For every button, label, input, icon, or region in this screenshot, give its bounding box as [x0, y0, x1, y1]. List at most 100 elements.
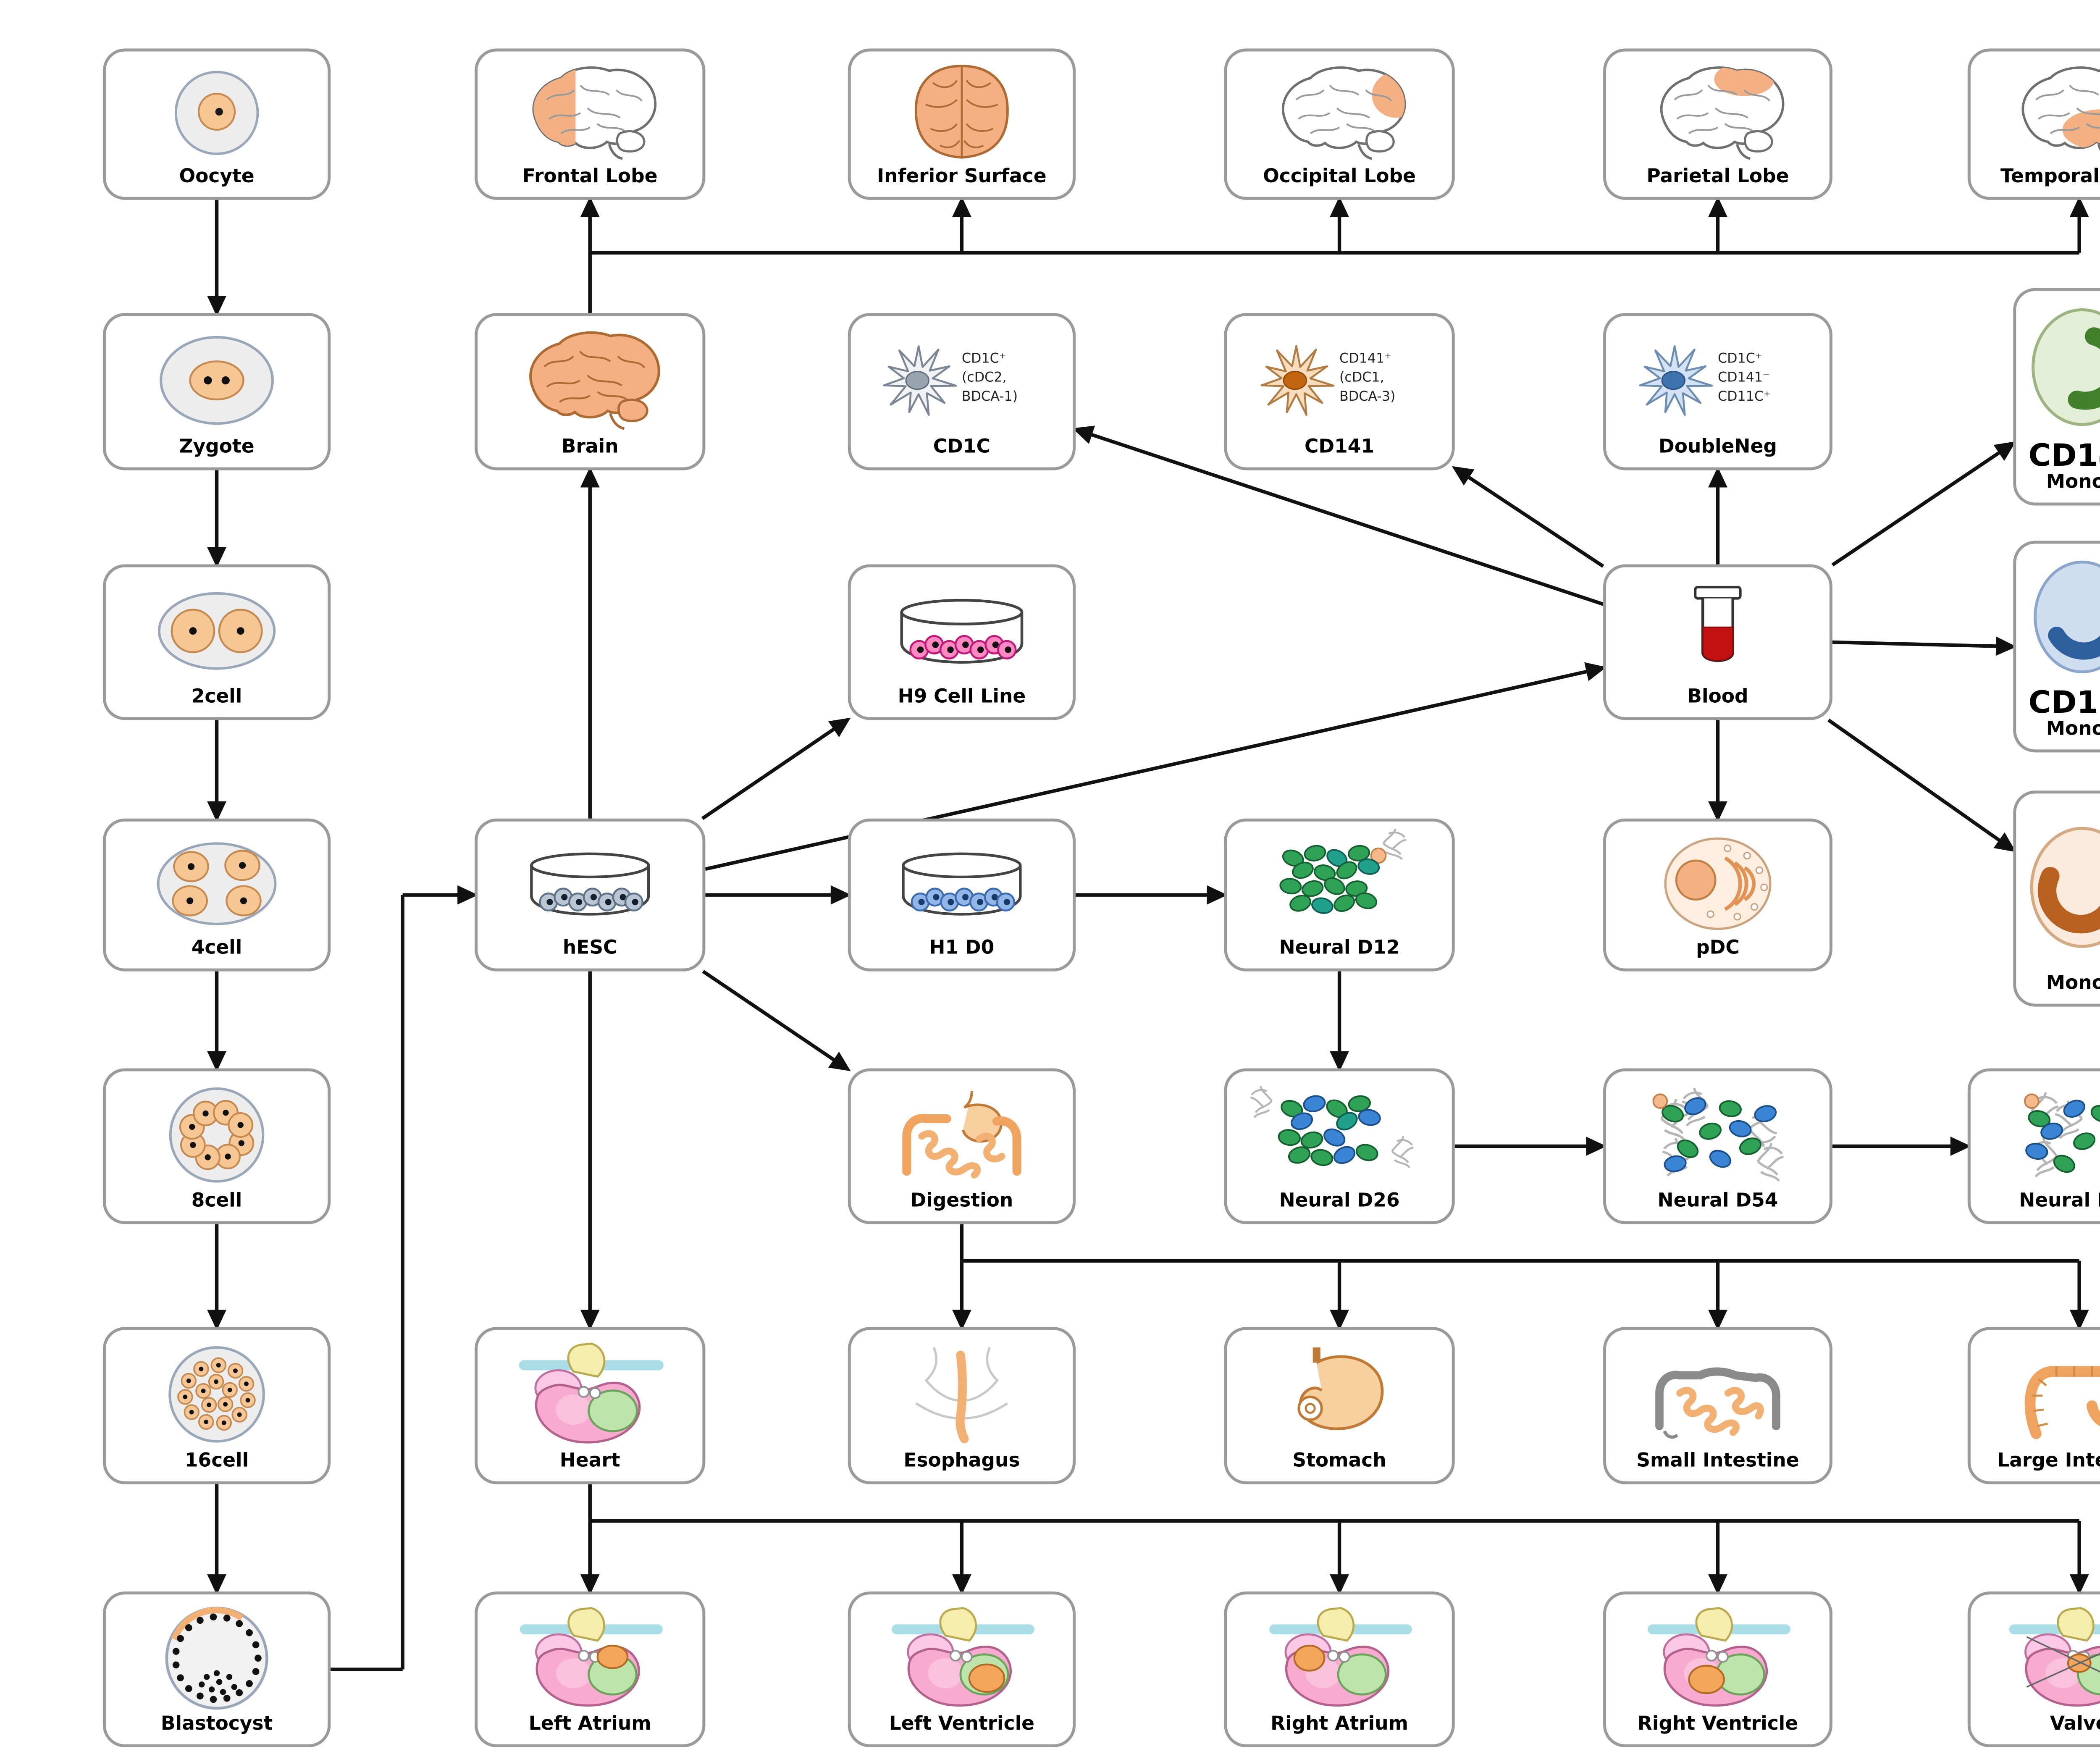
neural-d12-icon	[1236, 829, 1443, 938]
svg-text:CD141⁺: CD141⁺	[1339, 351, 1391, 366]
petri-h9-icon	[860, 575, 1064, 687]
node-label: Mono3	[2046, 972, 2100, 995]
node-heart[interactable]: Heart	[475, 1327, 706, 1484]
node-label: Mono1	[2046, 471, 2100, 494]
svg-text:CD1C⁺: CD1C⁺	[962, 351, 1006, 366]
heart-valve-icon	[1979, 1602, 2100, 1715]
cell16-icon	[115, 1337, 319, 1452]
node-label: Neural D54	[1657, 1190, 1778, 1212]
large-intestine-icon	[1979, 1337, 2100, 1452]
digestive-system-icon	[860, 1079, 1064, 1191]
dc-cd141-icon: CD141⁺(cDC1,BDCA-3)	[1236, 323, 1443, 438]
node-label: Zygote	[179, 436, 255, 458]
node-label: 4cell	[191, 937, 242, 959]
stomach-icon	[1236, 1337, 1443, 1452]
node-neural-d12[interactable]: Neural D12	[1224, 818, 1455, 972]
node-biglabel: CD16⁺	[2028, 684, 2100, 720]
node-doubleneg[interactable]: CD1C⁺CD141⁻CD11C⁺DoubleNeg	[1603, 313, 1832, 470]
node-blood[interactable]: Blood	[1603, 564, 1832, 720]
node-pdc[interactable]: pDC	[1603, 818, 1832, 972]
node-right-atrium[interactable]: Right Atrium	[1224, 1591, 1455, 1747]
node-cd1c[interactable]: CD1C⁺(cDC2,BDCA-1)CD1C	[848, 313, 1076, 470]
node-label: CD1C	[933, 436, 990, 458]
node-stomach[interactable]: Stomach	[1224, 1327, 1455, 1484]
node-label: Heart	[559, 1450, 620, 1472]
node-esophagus[interactable]: Esophagus	[848, 1327, 1076, 1484]
petri-hesc-icon	[486, 829, 693, 938]
node-digestion[interactable]: Digestion	[848, 1068, 1076, 1224]
node-inferior-surface[interactable]: Inferior Surface	[848, 48, 1076, 200]
brain-inferior-icon	[860, 59, 1064, 167]
node-h1d0[interactable]: H1 D0	[848, 818, 1076, 972]
small-intestine-icon	[1615, 1337, 1821, 1452]
brain-parietal-icon	[1615, 59, 1821, 167]
node-mono3[interactable]: Mono3	[2013, 790, 2100, 1007]
node-label: Neural D12	[1279, 937, 1400, 959]
node-8cell[interactable]: 8cell	[102, 1068, 331, 1224]
node-label: Occipital Lobe	[1263, 165, 1416, 188]
heart-ra-icon	[1236, 1602, 1443, 1715]
node-h9[interactable]: H9 Cell Line	[848, 564, 1076, 720]
node-label: Frontal Lobe	[522, 165, 658, 188]
pdc-cell-icon	[1615, 829, 1821, 938]
node-label: Left Ventricle	[889, 1713, 1035, 1735]
neural-d26-icon	[1236, 1079, 1443, 1191]
node-brain[interactable]: Brain	[475, 313, 706, 470]
cell2-icon	[115, 575, 319, 687]
node-16cell[interactable]: 16cell	[102, 1327, 331, 1484]
node-label: Blastocyst	[160, 1713, 273, 1735]
node-neural-d80[interactable]: Neural D80	[1967, 1068, 2100, 1224]
node-label: pDC	[1696, 937, 1740, 959]
node-label: DoubleNeg	[1659, 436, 1777, 458]
node-oocyte[interactable]: Oocyte	[102, 48, 331, 200]
node-zygote[interactable]: Zygote	[102, 313, 331, 470]
node-left-ventricle[interactable]: Left Ventricle	[848, 1591, 1076, 1747]
node-neural-d54[interactable]: Neural D54	[1603, 1068, 1832, 1224]
node-right-ventricle[interactable]: Right Ventricle	[1603, 1591, 1832, 1747]
node-label: Neural D26	[1279, 1190, 1400, 1212]
node-occipital-lobe[interactable]: Occipital Lobe	[1224, 48, 1455, 200]
zygote-icon	[115, 323, 319, 438]
node-neural-d26[interactable]: Neural D26	[1224, 1068, 1455, 1224]
svg-text:BDCA-3): BDCA-3)	[1339, 389, 1395, 404]
node-valve[interactable]: Valve	[1967, 1591, 2100, 1747]
node-label: hESC	[562, 937, 617, 959]
cell8-icon	[115, 1079, 319, 1191]
node-mono2[interactable]: CD16⁺Mono2	[2013, 541, 2100, 753]
node-label: Valve	[2050, 1713, 2100, 1735]
node-label: Parietal Lobe	[1646, 165, 1789, 188]
node-biglabel: CD14⁺	[2028, 437, 2100, 473]
dc-doubleneg-icon: CD1C⁺CD141⁻CD11C⁺	[1615, 323, 1821, 438]
node-parietal-lobe[interactable]: Parietal Lobe	[1603, 48, 1832, 200]
node-mono1[interactable]: CD14⁺Mono1	[2013, 288, 2100, 506]
node-left-atrium[interactable]: Left Atrium	[475, 1591, 706, 1747]
brain-icon	[486, 323, 693, 438]
svg-text:BDCA-1): BDCA-1)	[962, 389, 1018, 404]
node-label: Right Ventricle	[1637, 1713, 1798, 1735]
esophagus-icon	[860, 1337, 1064, 1452]
node-blastocyst[interactable]: Blastocyst	[102, 1591, 331, 1747]
node-cd141[interactable]: CD141⁺(cDC1,BDCA-3)CD141	[1224, 313, 1455, 470]
node-hesc[interactable]: hESC	[475, 818, 706, 972]
node-2cell[interactable]: 2cell	[102, 564, 331, 720]
node-label: Left Atrium	[528, 1713, 651, 1735]
node-label: Digestion	[910, 1190, 1013, 1212]
node-label: Esophagus	[903, 1450, 1020, 1472]
node-label: Mono2	[2046, 718, 2100, 741]
brain-occipital-icon	[1236, 59, 1443, 167]
node-label: Oocyte	[179, 165, 255, 188]
node-label: Temporal Lobe	[2000, 165, 2100, 188]
blastocyst-icon	[115, 1602, 319, 1715]
monocyte2-icon	[2025, 551, 2100, 683]
oocyte-icon	[115, 59, 319, 167]
node-small-intestine[interactable]: Small Intestine	[1603, 1327, 1832, 1484]
node-label: H1 D0	[929, 937, 995, 959]
node-temporal-lobe[interactable]: Temporal Lobe	[1967, 48, 2100, 200]
node-4cell[interactable]: 4cell	[102, 818, 331, 972]
node-large-intestine[interactable]: Large Intestine	[1967, 1327, 2100, 1484]
heart-lv-icon	[860, 1602, 1064, 1715]
svg-text:CD141⁻: CD141⁻	[1718, 370, 1770, 385]
node-frontal-lobe[interactable]: Frontal Lobe	[475, 48, 706, 200]
